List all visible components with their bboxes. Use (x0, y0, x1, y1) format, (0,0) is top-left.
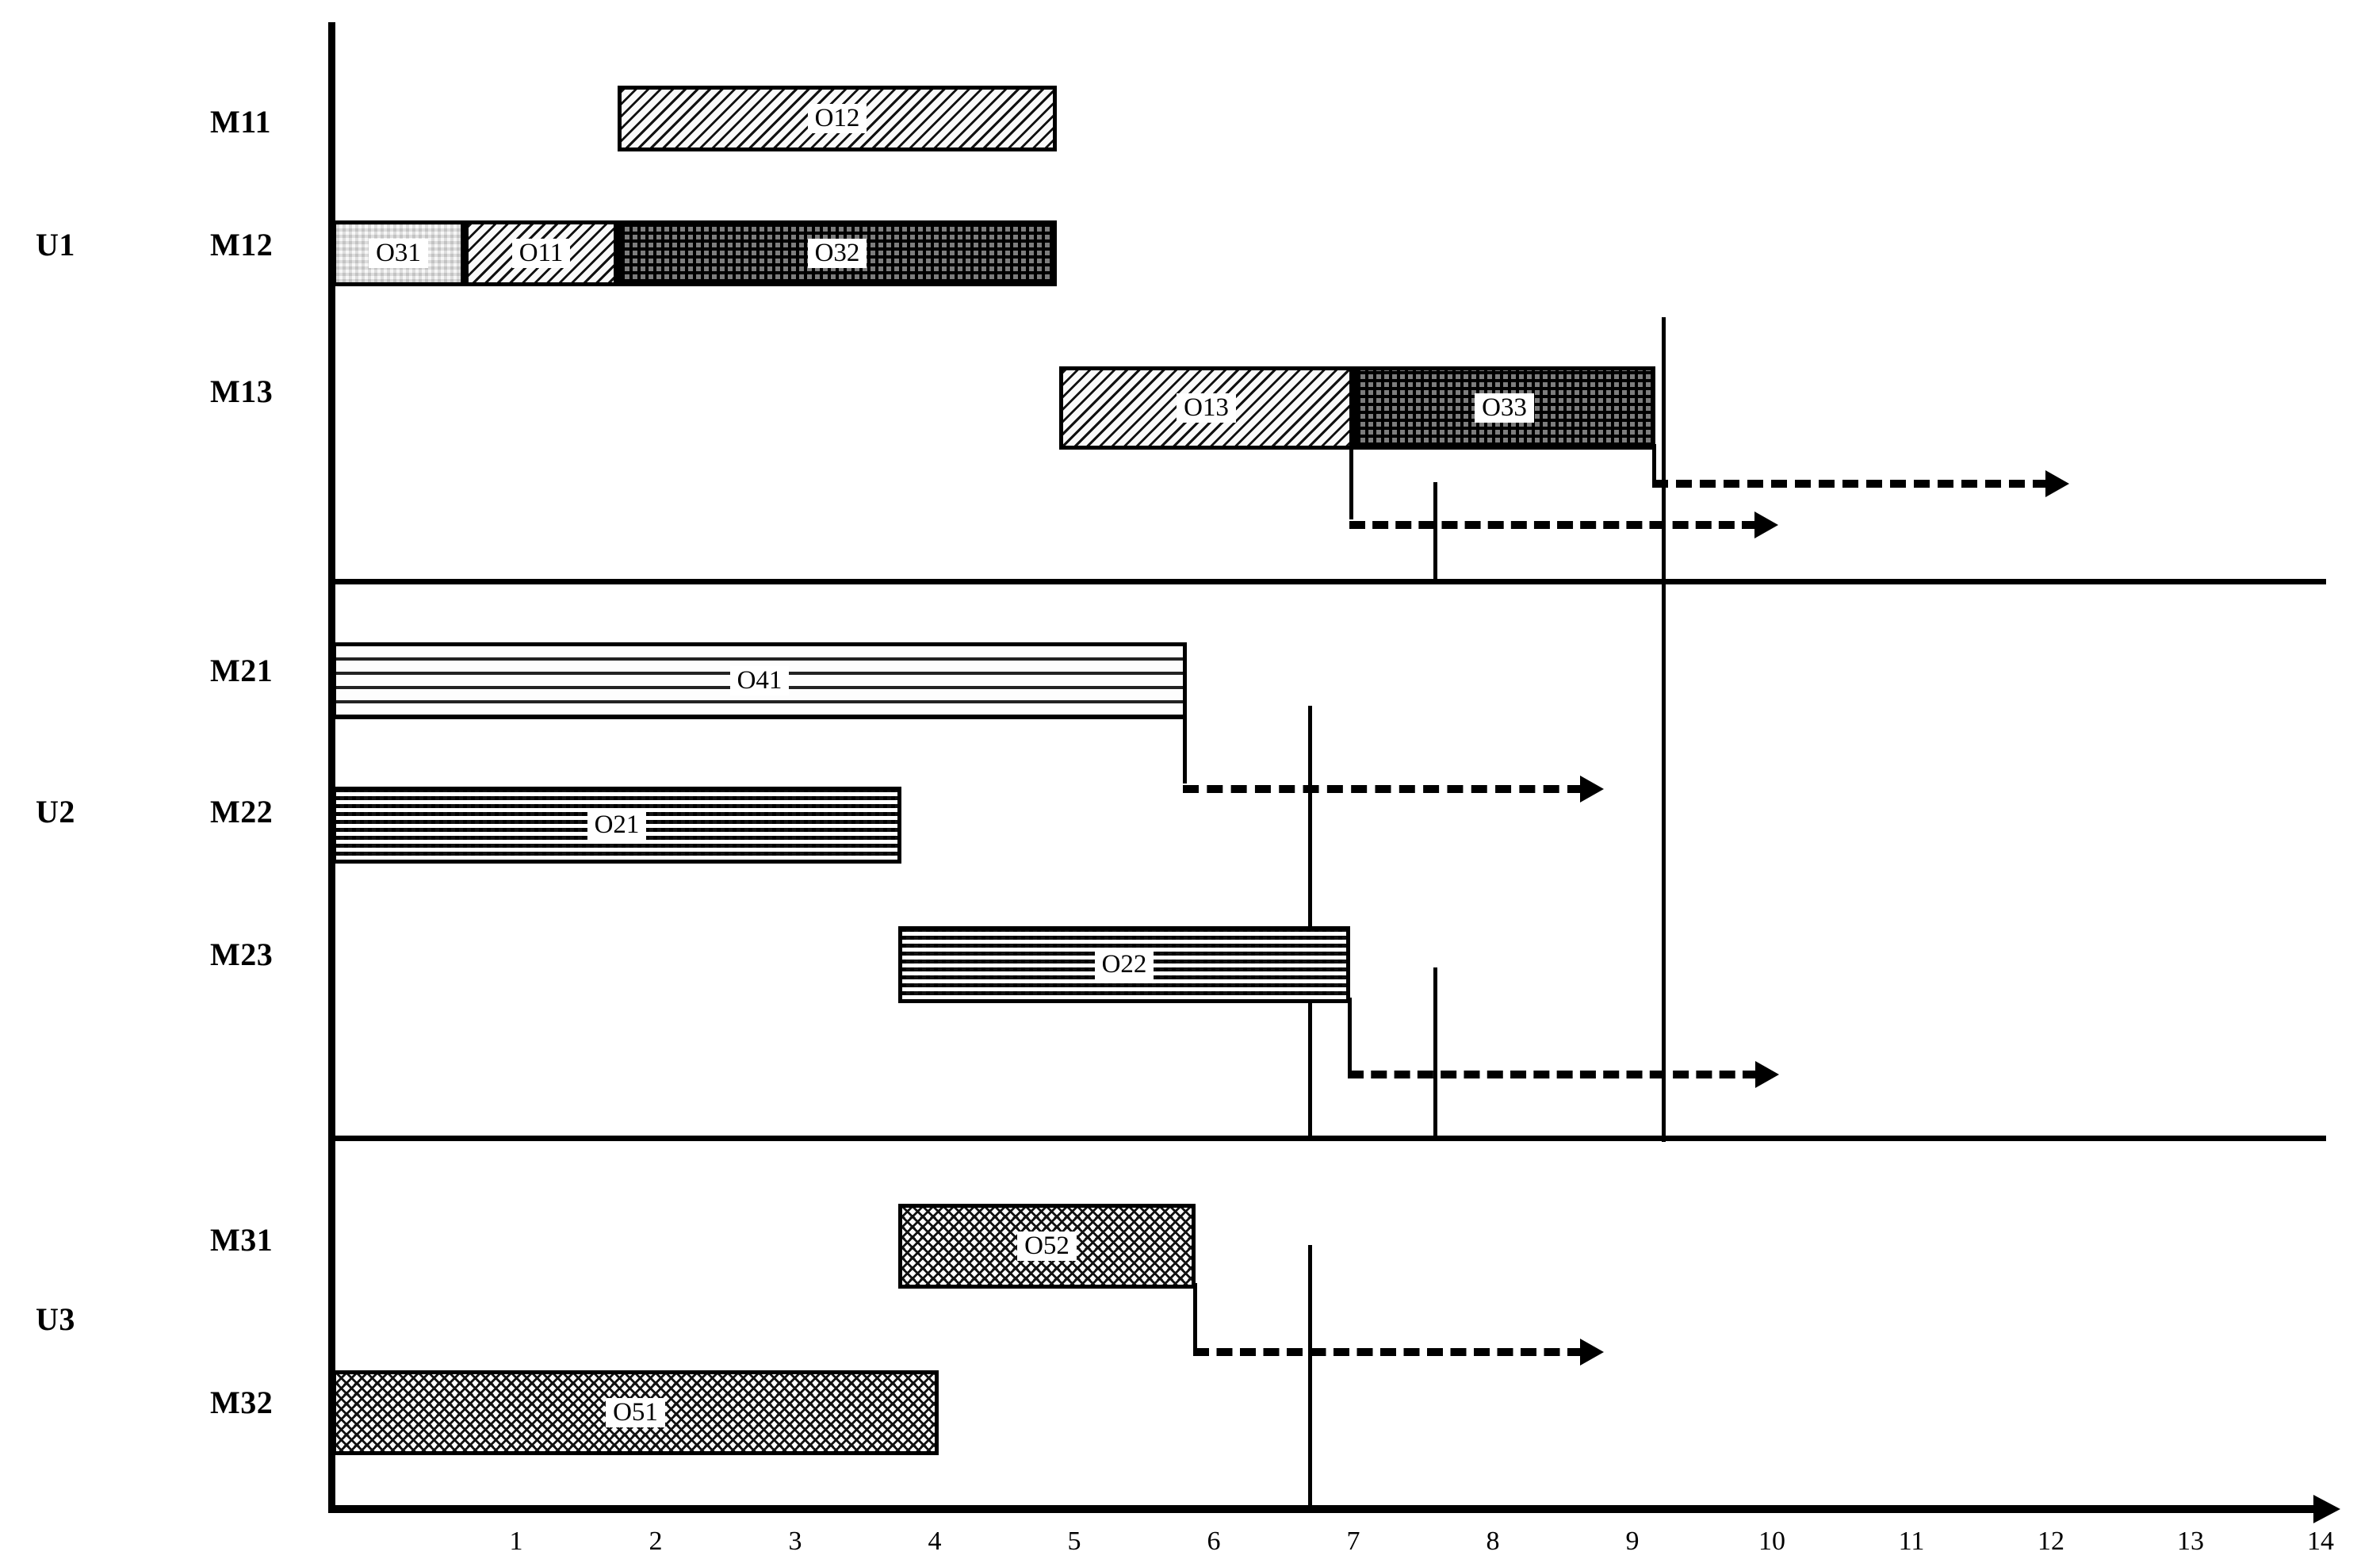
task-bar-o41[interactable]: O41 (332, 642, 1187, 719)
machine-label-m13: M13 (210, 374, 274, 409)
task-label-o33: O33 (1475, 393, 1534, 423)
link-arrowhead-o33 (2045, 470, 2069, 497)
link-dashline-o22 (1348, 1071, 1758, 1078)
x-tick-label-13: 13 (2177, 1527, 2204, 1556)
task-bar-o31[interactable]: O31 (332, 220, 465, 286)
group-divider-u1-u2 (328, 579, 2326, 584)
task-bar-o21[interactable]: O21 (332, 787, 901, 864)
task-bar-o33[interactable]: O33 (1353, 366, 1655, 450)
task-bar-o13[interactable]: O13 (1059, 366, 1353, 450)
link-dropline-o41 (1183, 714, 1187, 783)
task-bar-o51[interactable]: O51 (332, 1370, 939, 1455)
x-axis-line (328, 1505, 2315, 1513)
link-dashline-o52 (1193, 1348, 1583, 1356)
task-label-o13: O13 (1177, 393, 1236, 423)
deadline-marker-10-u1 (1433, 482, 1437, 584)
machine-label-m23: M23 (210, 937, 274, 972)
link-dropline-o13 (1349, 444, 1353, 519)
task-label-o22: O22 (1094, 950, 1154, 979)
task-label-o12: O12 (807, 104, 867, 133)
deadline-marker-9-u3 (1308, 1245, 1312, 1511)
link-arrowhead-o22 (1755, 1061, 1779, 1088)
x-tick-label-8: 8 (1486, 1527, 1500, 1556)
group-label-u1: U1 (36, 227, 75, 262)
x-tick-label-9: 9 (1625, 1527, 1640, 1556)
x-tick-label-6: 6 (1207, 1527, 1221, 1556)
link-dashline-o33 (1652, 480, 2049, 488)
deadline-marker-12 (1662, 317, 1666, 1142)
task-label-o52: O52 (1017, 1232, 1077, 1261)
x-tick-label-3: 3 (788, 1527, 802, 1556)
machine-label-m31: M31 (210, 1222, 274, 1258)
x-tick-label-2: 2 (649, 1527, 663, 1556)
task-label-o41: O41 (729, 666, 790, 695)
deadline-marker-10-u2 (1433, 967, 1437, 1138)
x-tick-label-7: 7 (1346, 1527, 1360, 1556)
machine-label-m12: M12 (210, 227, 274, 262)
machine-label-m11: M11 (210, 104, 272, 140)
machine-label-m32: M32 (210, 1385, 274, 1420)
task-bar-o12[interactable]: O12 (618, 86, 1057, 151)
x-tick-label-4: 4 (928, 1527, 942, 1556)
x-tick-label-1: 1 (509, 1527, 523, 1556)
y-axis-line (328, 22, 335, 1511)
link-dropline-o33 (1652, 444, 1656, 482)
task-bar-o22[interactable]: O22 (898, 926, 1350, 1003)
group-divider-u2-u3 (328, 1136, 2326, 1141)
task-label-o32: O32 (807, 239, 867, 268)
task-bar-o11[interactable]: O11 (465, 220, 618, 286)
machine-label-m22: M22 (210, 794, 274, 829)
link-dashline-o41 (1183, 785, 1583, 793)
x-axis-arrow-icon (2313, 1495, 2340, 1523)
task-bar-o32[interactable]: O32 (618, 220, 1057, 286)
x-tick-label-11: 11 (1898, 1527, 1925, 1556)
task-label-o31: O31 (369, 239, 428, 268)
link-dropline-o52 (1193, 1283, 1197, 1348)
machine-label-m21: M21 (210, 653, 274, 688)
link-arrowhead-o13 (1754, 511, 1778, 538)
deadline-marker-9-u2 (1308, 706, 1312, 1138)
x-tick-label-10: 10 (1758, 1527, 1785, 1556)
link-arrowhead-o41 (1580, 776, 1604, 803)
link-arrowhead-o52 (1580, 1339, 1604, 1366)
task-label-o21: O21 (587, 810, 647, 840)
x-tick-label-5: 5 (1067, 1527, 1081, 1556)
group-label-u3: U3 (36, 1301, 75, 1337)
link-dropline-o22 (1348, 998, 1352, 1071)
x-tick-label-12: 12 (2038, 1527, 2064, 1556)
task-bar-o52[interactable]: O52 (898, 1204, 1196, 1289)
task-label-o51: O51 (606, 1398, 665, 1427)
link-dashline-o13 (1349, 521, 1758, 529)
task-label-o11: O11 (511, 239, 571, 268)
group-label-u2: U2 (36, 794, 75, 829)
x-tick-label-14: 14 (2307, 1527, 2334, 1556)
